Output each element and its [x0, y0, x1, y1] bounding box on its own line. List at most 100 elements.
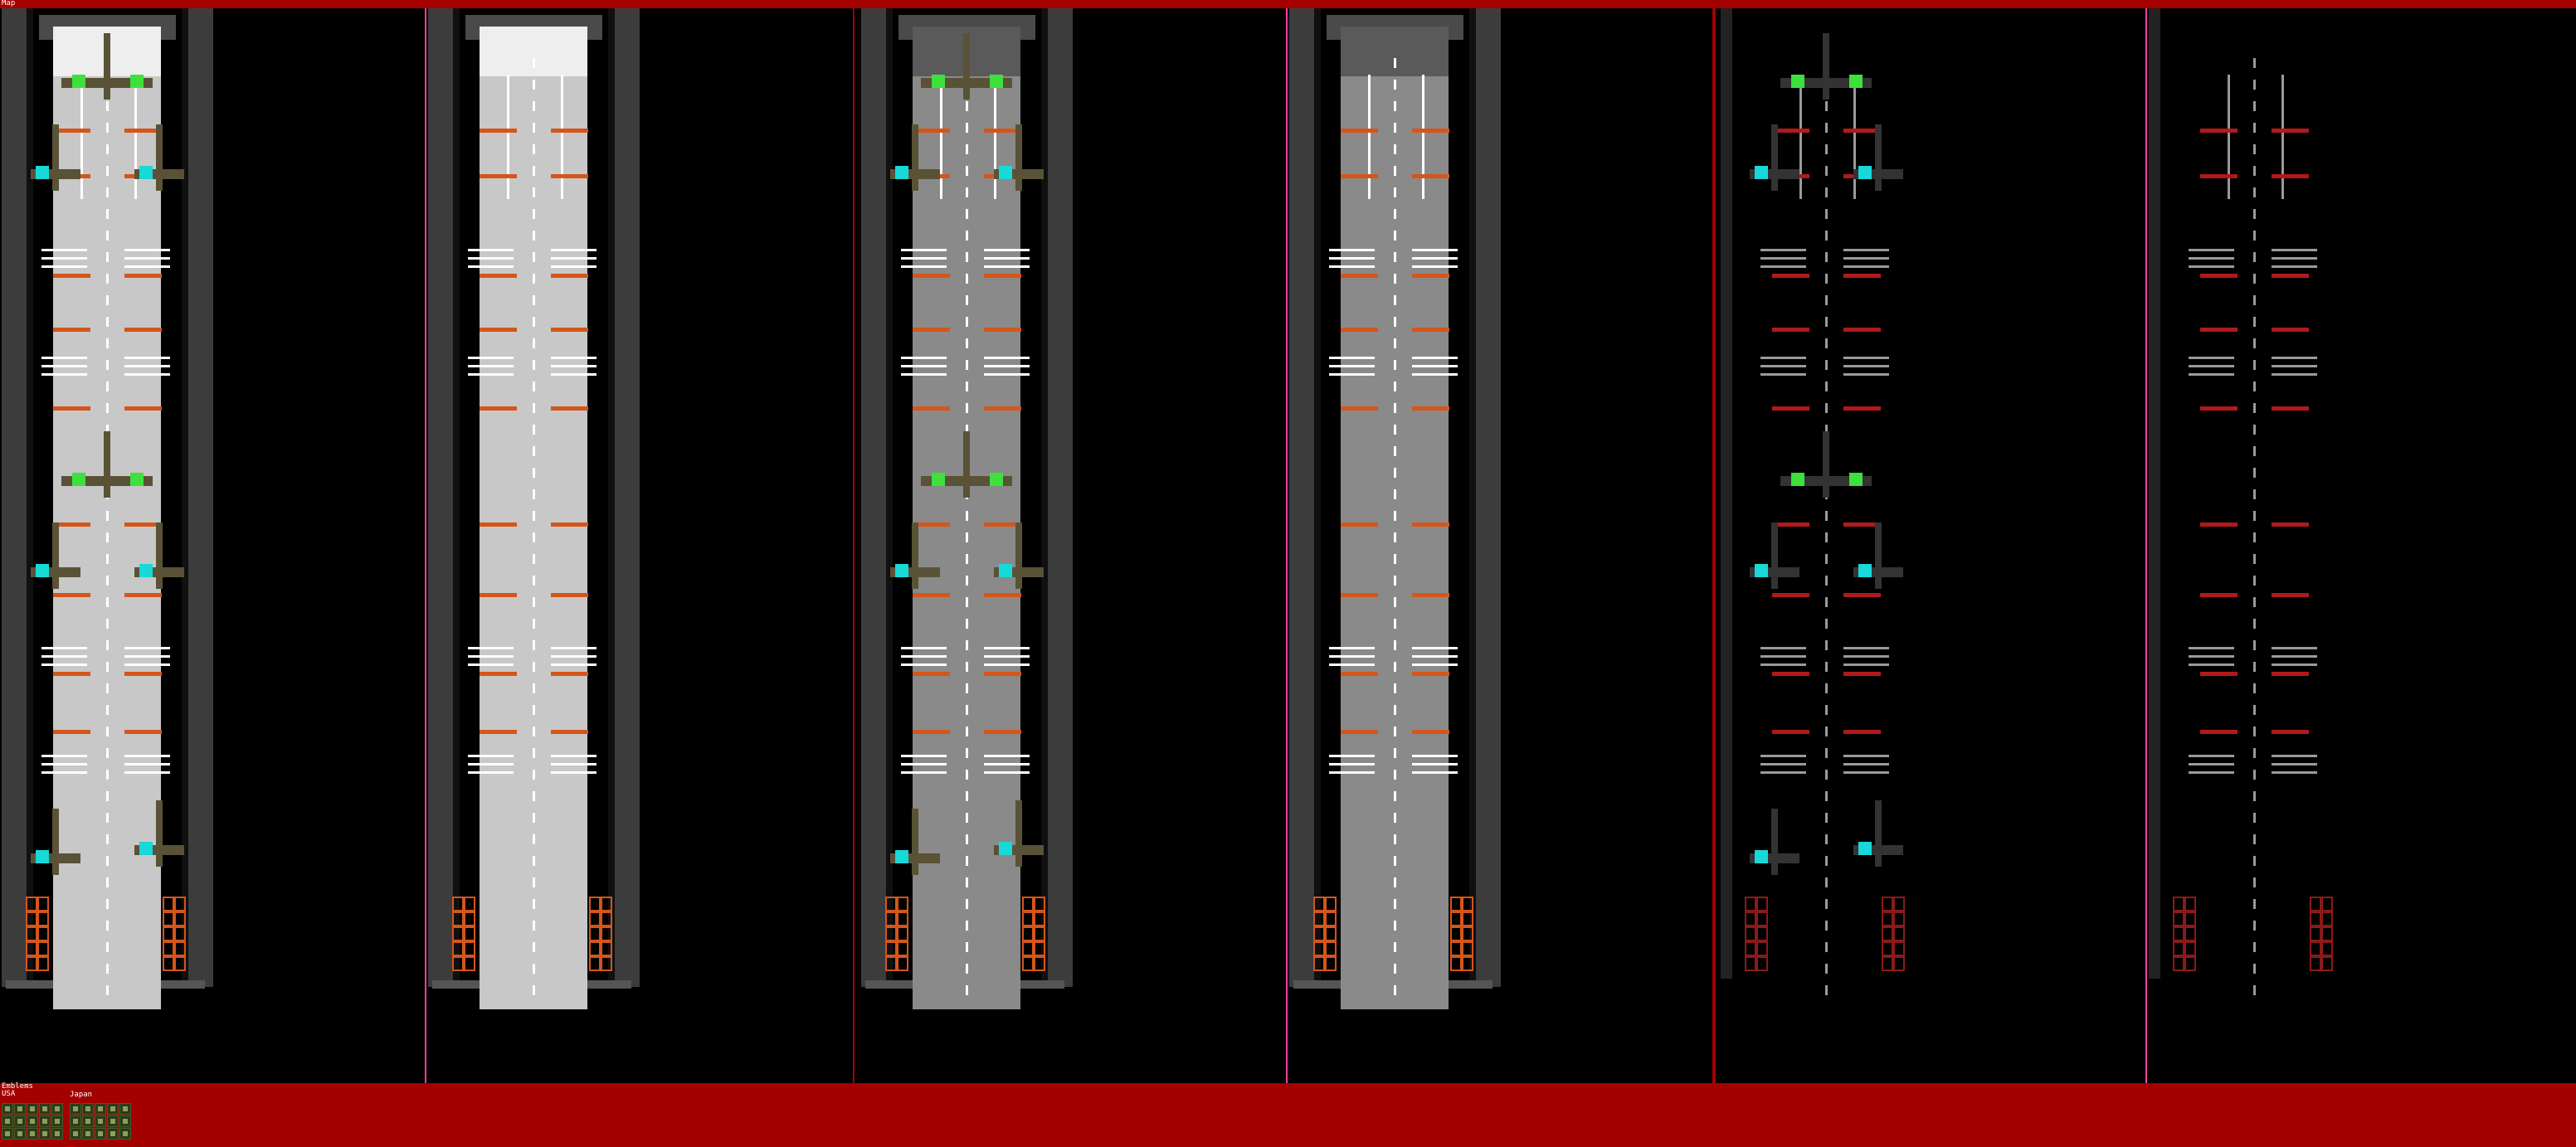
cross-bar	[901, 249, 947, 251]
centerline-dash	[2253, 899, 2256, 909]
emblem-tile	[27, 1103, 38, 1115]
centerline-dash	[533, 576, 535, 586]
hazard-stripe	[1341, 730, 1378, 734]
deck-crate	[1022, 897, 1034, 911]
centerline-dash	[2253, 468, 2256, 478]
centerline-dash	[1825, 425, 1828, 435]
emblem-tile	[95, 1128, 106, 1140]
centerline-dash	[2253, 187, 2256, 197]
centerline-dash	[2253, 209, 2256, 219]
side-line	[1422, 75, 1424, 199]
stern-left	[6, 980, 72, 989]
cross-bar	[2189, 655, 2234, 658]
plane-marker	[1849, 473, 1863, 486]
centerline-dash	[533, 964, 535, 974]
cross-bar	[984, 357, 1030, 359]
centerline-dash	[106, 295, 109, 305]
cross-bar	[468, 249, 514, 251]
hazard-stripe	[2272, 593, 2309, 597]
deck-crate	[2173, 926, 2184, 941]
cross-bar	[1843, 763, 1889, 765]
centerline-dash	[533, 662, 535, 672]
deck-crate	[589, 897, 601, 911]
centerline-dash	[533, 683, 535, 693]
hull-left	[2, 8, 27, 987]
centerline-dash	[533, 619, 535, 629]
centerline-dash	[1394, 317, 1396, 327]
centerline-dash	[2253, 317, 2256, 327]
cross-bar	[551, 647, 597, 649]
hazard-stripe	[1412, 274, 1449, 278]
hull-inner-left	[886, 8, 893, 987]
hazard-stripe	[551, 522, 588, 527]
plane-marker	[130, 75, 144, 88]
plane-marker	[1791, 75, 1804, 88]
cross-bar	[2189, 257, 2234, 260]
deck-crate	[1882, 956, 1893, 971]
centerline-dash	[106, 144, 109, 154]
plane-fuselage	[963, 431, 970, 498]
centerline-dash	[966, 619, 968, 629]
cross-bar	[551, 265, 597, 268]
cross-bar	[468, 763, 514, 765]
centerline-dash	[1394, 187, 1396, 197]
centerline-dash	[1825, 166, 1828, 176]
emblem-tile	[82, 1103, 94, 1115]
hazard-stripe	[2200, 274, 2238, 278]
cross-bar	[901, 257, 947, 260]
centerline-dash	[2253, 166, 2256, 176]
deck-crate	[2310, 956, 2321, 971]
centerline-dash	[966, 101, 968, 111]
hazard-stripe	[1341, 593, 1378, 597]
side-line	[507, 75, 509, 199]
centerline-dash	[533, 705, 535, 715]
deck-crate	[163, 926, 174, 941]
deck-crate	[589, 926, 601, 941]
centerline-dash	[1394, 252, 1396, 262]
centerline-dash	[2253, 813, 2256, 823]
deck-crate	[37, 956, 49, 971]
centerline-dash	[966, 231, 968, 241]
deck-crate	[2321, 956, 2333, 971]
deck-crate	[1325, 941, 1337, 956]
centerline-dash	[533, 532, 535, 542]
centerline-dash	[1825, 597, 1828, 607]
centerline-dash	[533, 274, 535, 284]
centerline-dash	[2253, 360, 2256, 370]
deck-crate	[1034, 897, 1045, 911]
cross-bar	[984, 655, 1030, 658]
plane-fuselage	[912, 124, 918, 191]
deck-crate	[897, 926, 908, 941]
centerline-dash	[2253, 231, 2256, 241]
deck-crate	[452, 911, 464, 926]
plane-fuselage	[1875, 522, 1882, 589]
hazard-stripe	[480, 672, 517, 676]
cross-bar	[124, 373, 170, 376]
deck-crate	[1034, 956, 1045, 971]
centerline-dash	[533, 360, 535, 370]
hazard-stripe	[1843, 274, 1881, 278]
centerline-dash	[533, 640, 535, 650]
hull-inner-left	[27, 8, 33, 987]
cross-bar	[901, 755, 947, 757]
cross-bar	[2272, 755, 2317, 757]
side-line	[80, 75, 83, 199]
centerline-dash	[2253, 338, 2256, 348]
cross-bar	[2272, 257, 2317, 260]
centerline-dash	[2253, 921, 2256, 931]
plane-marker	[895, 166, 908, 179]
plane-fuselage	[912, 522, 918, 589]
cross-bar	[1412, 655, 1458, 658]
centerline-dash	[106, 403, 109, 413]
centerline-dash	[1394, 489, 1396, 499]
centerline-dash	[533, 58, 535, 68]
deck-crate	[452, 897, 464, 911]
cross-bar	[1760, 249, 1806, 251]
cross-bar	[41, 265, 87, 268]
cross-bar	[124, 257, 170, 260]
plane-fuselage	[912, 809, 918, 875]
centerline-dash	[533, 748, 535, 758]
cross-bar	[1329, 373, 1375, 376]
hazard-stripe	[551, 672, 588, 676]
centerline-dash	[1394, 964, 1396, 974]
